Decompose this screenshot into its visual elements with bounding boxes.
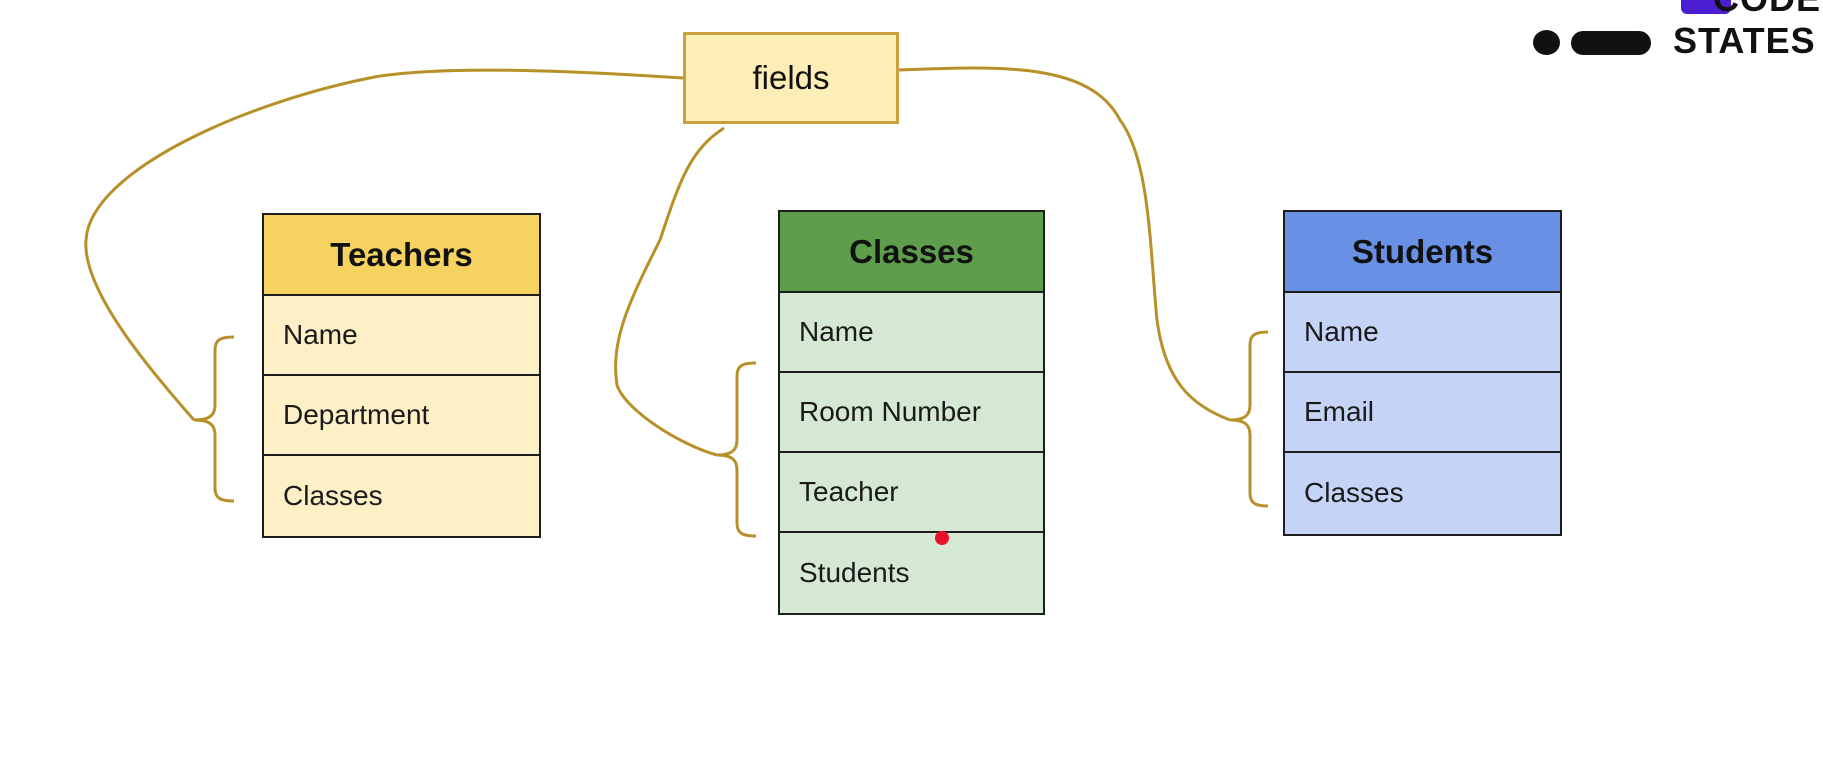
- teachers-field-row: Name: [264, 296, 539, 376]
- classes-field-row: Students: [780, 533, 1043, 613]
- students-table-title: Students: [1351, 232, 1494, 270]
- classes-field-row: Room Number: [780, 373, 1043, 453]
- teachers-field-classes: Classes: [283, 480, 383, 511]
- logo-dot: [1533, 30, 1560, 55]
- students-field-row: Classes: [1285, 453, 1560, 533]
- connector-fields-to-classes: [614, 126, 725, 457]
- classes-field-row: Teacher: [780, 453, 1043, 533]
- logo-text-line2: STATES: [1673, 20, 1816, 61]
- students-table: Students Name Email Classes: [1283, 210, 1562, 536]
- teachers-table-title: Teachers: [330, 235, 473, 273]
- teachers-table: Teachers Name Department Classes: [262, 213, 541, 538]
- teachers-field-name: Name: [283, 319, 358, 350]
- classes-field-name: Name: [799, 316, 874, 347]
- code-states-logo: CODE STATES: [1533, 0, 1823, 62]
- classes-field-students: Students: [799, 557, 910, 588]
- logo-text-line1: CODE: [1713, 0, 1821, 20]
- classes-field-teacher: Teacher: [799, 476, 899, 507]
- brace-students: [1229, 330, 1269, 508]
- students-field-row: Email: [1285, 373, 1560, 453]
- connector-fields-to-teachers: [84, 68, 684, 421]
- brace-teachers: [193, 335, 235, 503]
- classes-field-room-number: Room Number: [799, 396, 982, 427]
- students-field-classes: Classes: [1304, 477, 1404, 508]
- students-table-header: Students: [1285, 212, 1560, 293]
- classes-table-title: Classes: [849, 232, 974, 270]
- logo-mark-top: [1681, 0, 1731, 14]
- classes-table: Classes Name Room Number Teacher Student…: [778, 210, 1045, 615]
- fields-label: fields: [752, 59, 830, 96]
- fields-label-box: fields: [683, 32, 899, 124]
- classes-table-header: Classes: [780, 212, 1043, 293]
- students-field-email: Email: [1304, 396, 1375, 427]
- laser-pointer-dot: [935, 531, 949, 545]
- teachers-field-row: Classes: [264, 456, 539, 536]
- teachers-field-row: Department: [264, 376, 539, 456]
- teachers-table-header: Teachers: [264, 215, 539, 296]
- logo-pill: [1571, 31, 1651, 55]
- teachers-field-department: Department: [283, 399, 430, 430]
- students-field-name: Name: [1304, 316, 1379, 347]
- connector-fields-to-students: [898, 66, 1231, 422]
- brace-classes: [716, 361, 757, 538]
- classes-field-row: Name: [780, 293, 1043, 373]
- students-field-row: Name: [1285, 293, 1560, 373]
